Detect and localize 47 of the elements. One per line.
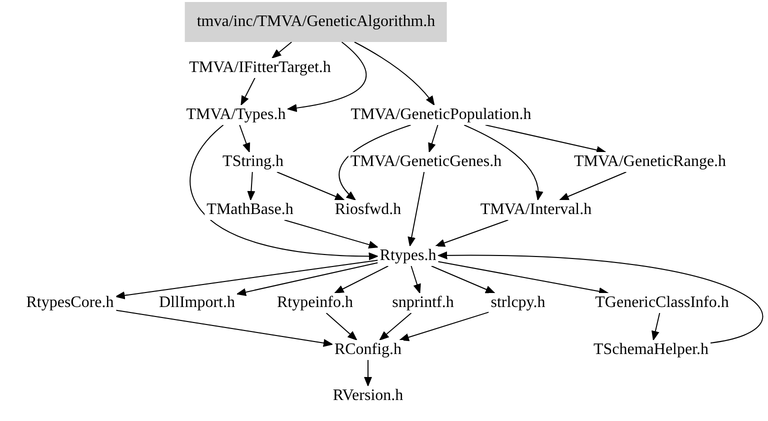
arrow — [484, 124, 606, 154]
arrow — [240, 78, 256, 106]
arrow — [438, 261, 609, 296]
arrow — [286, 42, 367, 112]
arrow — [236, 262, 378, 296]
arrow — [239, 124, 250, 153]
file-label: TMVA/GeneticRange.h — [572, 152, 728, 172]
arrow — [652, 312, 660, 341]
arrow — [410, 266, 421, 294]
arrow — [430, 266, 496, 294]
file-label: Rtypes.h — [378, 246, 438, 266]
file-label: Rtypeinfo.h — [275, 293, 355, 313]
arrow — [428, 124, 438, 153]
arrow — [284, 220, 379, 249]
arrow — [114, 260, 378, 300]
file-label: RConfig.h — [332, 340, 404, 360]
arrow — [378, 312, 412, 341]
file-label: TMVA/Interval.h — [478, 200, 594, 220]
file-label: TSchemaHelper.h — [591, 340, 711, 360]
arrow — [437, 252, 763, 344]
file-label: snprintf.h — [390, 293, 456, 313]
arrow — [115, 310, 334, 347]
arrow — [326, 312, 358, 341]
arrow — [364, 360, 372, 387]
arrow — [354, 42, 435, 106]
file-label: TMVA/GeneticPopulation.h — [348, 105, 534, 125]
arrow — [558, 172, 627, 200]
arrow — [276, 172, 345, 200]
file-label: strlcpy.h — [488, 293, 548, 313]
arrow — [334, 266, 389, 294]
file-label: TMVA/IFitterTarget.h — [187, 58, 333, 78]
highlighted-file-box: tmva/inc/TMVA/GeneticAlgorithm.h — [184, 2, 448, 42]
arrow — [398, 312, 490, 342]
file-label: TMathBase.h — [204, 200, 296, 220]
file-label: TString.h — [220, 152, 286, 172]
file-label: RtypesCore.h — [24, 293, 116, 313]
arrow — [338, 124, 412, 201]
file-label: DllImport.h — [157, 293, 237, 313]
arrow — [190, 124, 379, 260]
arrow — [271, 42, 292, 59]
file-label: TMVA/GeneticGenes.h — [348, 152, 504, 172]
arrow — [434, 220, 509, 247]
file-label: TMVA/Types.h — [184, 105, 288, 125]
file-label: TGenericClassInfo.h — [593, 293, 731, 313]
arrow — [408, 172, 425, 247]
arrow — [464, 124, 543, 201]
arrow — [247, 172, 256, 201]
